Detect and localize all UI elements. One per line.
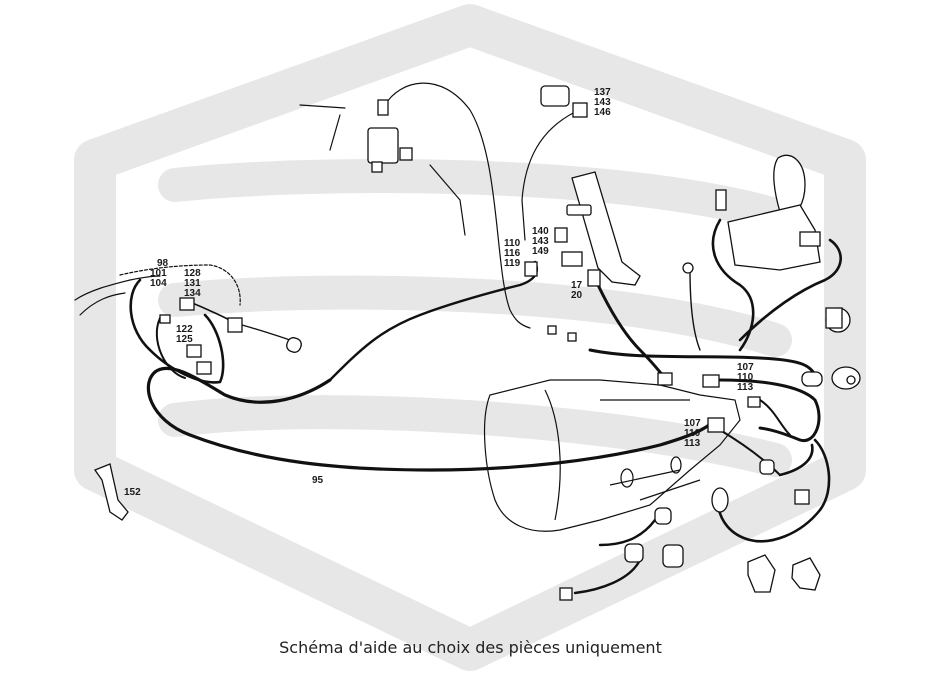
bracket-b <box>791 557 821 591</box>
gear-lever <box>715 154 821 271</box>
components <box>93 85 861 601</box>
diagram-caption: Schéma d'aide au choix des pièces unique… <box>279 638 662 657</box>
callout-143b: 143 <box>532 236 549 247</box>
connector-tiny-b <box>567 332 577 342</box>
relay-component <box>367 99 413 173</box>
callout-95: 95 <box>312 475 324 486</box>
sensor-lower-plug <box>559 587 573 601</box>
transmission-housing <box>483 379 741 532</box>
plug-small <box>759 459 775 475</box>
sensor-lower-a <box>654 507 672 525</box>
connector-128 <box>179 297 195 311</box>
connector-140 <box>554 227 568 243</box>
bolt <box>794 489 810 505</box>
connector-110 <box>524 261 538 277</box>
callout-128: 128 <box>184 268 201 279</box>
connector-mid2 <box>747 396 761 408</box>
connector-137 <box>540 85 588 118</box>
sensor-lower-c <box>662 544 684 568</box>
ring-terminal <box>682 262 694 274</box>
sensor-plug-left <box>227 317 302 353</box>
connector-left <box>159 314 171 324</box>
sensor-right <box>801 366 861 390</box>
callout-131: 131 <box>184 278 201 289</box>
callout-110a: 110 <box>737 372 754 383</box>
callout-101: 101 <box>150 268 167 279</box>
callout-104: 104 <box>150 278 167 289</box>
callout-110: 110 <box>504 238 521 249</box>
bracket-a <box>747 554 776 593</box>
shield-logo-icon <box>74 4 866 671</box>
callout-116: 116 <box>504 248 521 259</box>
callout-152: 152 <box>124 487 141 498</box>
callout-134: 134 <box>184 288 201 299</box>
callout-119: 119 <box>504 258 521 269</box>
callout-122: 122 <box>176 324 193 335</box>
callout-113b: 113 <box>684 438 701 449</box>
connector-107a <box>702 374 720 388</box>
sensor-grommet <box>711 487 729 513</box>
pedal-assembly <box>561 171 641 287</box>
connector-122 <box>186 344 202 358</box>
callout-143: 143 <box>594 97 611 108</box>
sensor-lower-b <box>624 543 644 563</box>
callout-98: 98 <box>157 258 169 269</box>
callout-17: 17 <box>571 280 583 291</box>
connector-122b <box>196 361 212 375</box>
connector-107b <box>707 417 725 433</box>
callout-125: 125 <box>176 334 193 345</box>
switch-right <box>825 307 851 333</box>
callout-113a: 113 <box>737 382 754 393</box>
callout-107a: 107 <box>737 362 754 373</box>
callout-146: 146 <box>594 107 611 118</box>
callout-149: 149 <box>532 246 549 257</box>
callout-107b: 107 <box>684 418 701 429</box>
callouts: 98 101 104 128 131 134 122 125 137 143 1… <box>124 87 754 498</box>
callout-137: 137 <box>594 87 611 98</box>
callout-110b: 110 <box>684 428 701 439</box>
callout-20: 20 <box>571 290 583 301</box>
connector-mid <box>657 372 673 386</box>
connector-tiny-a <box>547 325 557 335</box>
bracket-152 <box>93 463 129 521</box>
callout-140: 140 <box>532 226 549 237</box>
